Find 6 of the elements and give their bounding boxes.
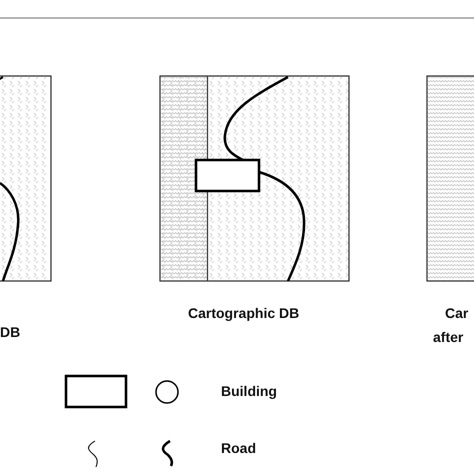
legend-label: Road [221,440,256,456]
legend-label: Building [221,383,277,399]
panel-caption: after [433,329,464,345]
panel-caption: Car [445,305,468,321]
panel-caption: DB [0,324,20,340]
panel-caption: Cartographic DB [188,305,300,321]
